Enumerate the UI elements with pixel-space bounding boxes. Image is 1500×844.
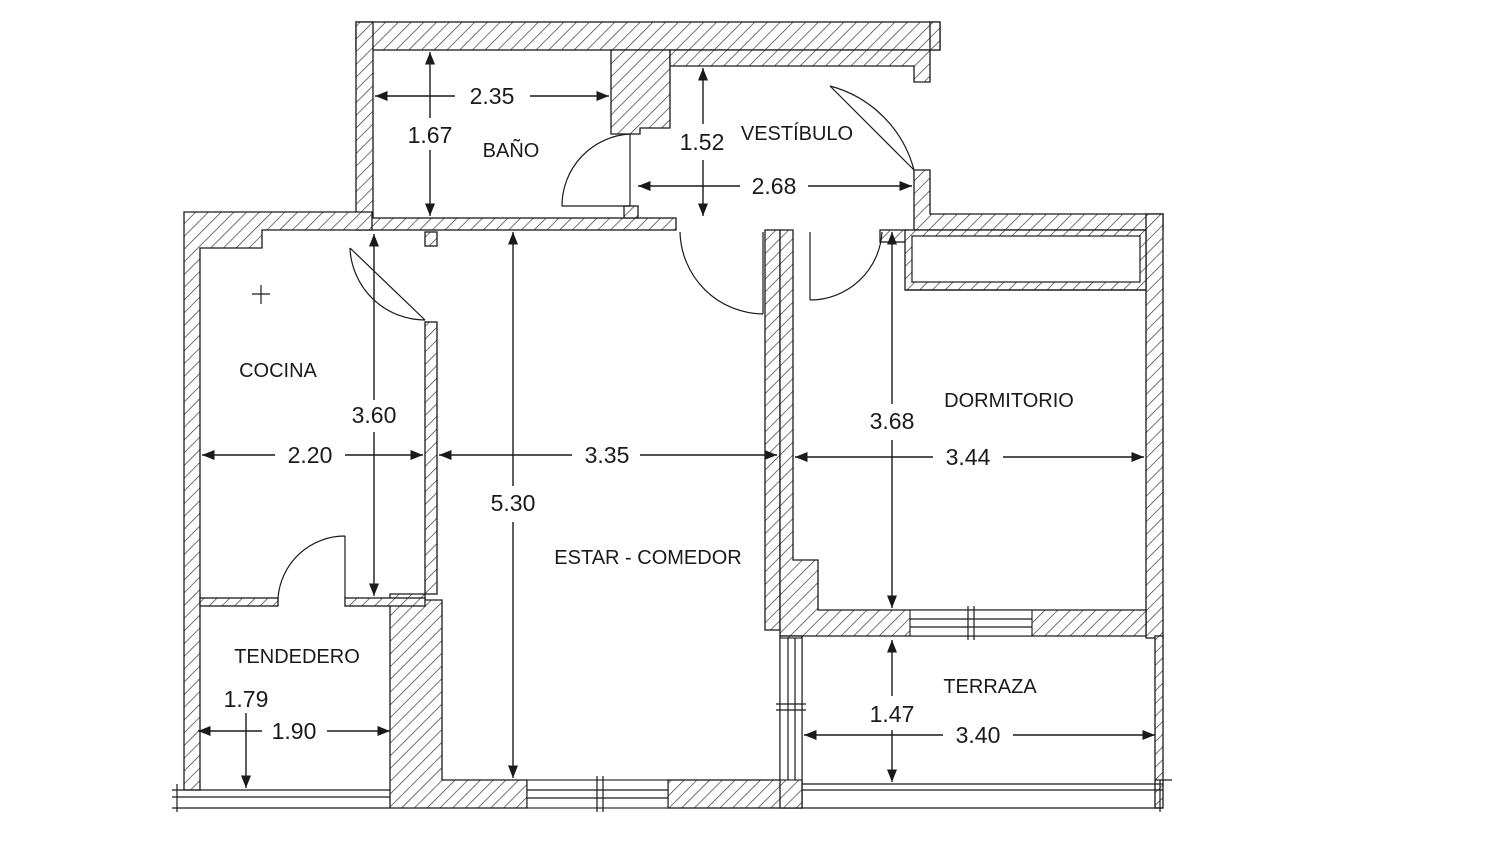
wall-vestibulo-top-right <box>669 21 941 83</box>
dimension-lines <box>198 51 1155 788</box>
room-label-dormitorio: DORMITORIO <box>944 390 1074 412</box>
room-label-vestibulo: VESTÍBULO <box>741 122 853 145</box>
room-label-tendedero: TENDEDERO <box>234 646 360 668</box>
wall-vestibulo-bottom-left <box>623 205 639 219</box>
door-cocina <box>349 247 426 321</box>
dim-vestibulo-width: 2.68 <box>752 173 797 199</box>
wall-tendedero-top <box>199 597 279 607</box>
dim-tendedero-width: 1.90 <box>272 718 317 744</box>
wall-bano-top <box>355 21 941 51</box>
door-tendedero <box>277 535 346 599</box>
door-estar <box>679 231 764 315</box>
window-terraza-side <box>779 637 803 781</box>
wall-right-exterior <box>1145 213 1164 639</box>
dim-terraza-height: 1.47 <box>870 701 915 727</box>
room-label-bano: BAÑO <box>483 138 540 162</box>
dim-terraza-width: 3.40 <box>956 722 1001 748</box>
wall-bano-left <box>355 21 374 223</box>
dim-cocina-height: 3.60 <box>352 402 397 428</box>
wall-bano-right <box>610 49 671 135</box>
room-labels: BAÑO VESTÍBULO COCINA DORMITORIO ESTAR -… <box>234 122 1074 698</box>
wall-cocina-estar <box>424 321 438 595</box>
dim-estar-height: 5.30 <box>491 490 536 516</box>
door-bano <box>561 133 631 207</box>
wall-dorm-door-stub <box>879 229 909 243</box>
doors <box>277 85 915 599</box>
wall-estar-dorm-a <box>764 229 781 631</box>
dimension-labels: 2.35 1.67 1.52 2.68 3.60 2.20 3.35 5.30 … <box>224 83 1001 748</box>
dim-dormitorio-height: 3.68 <box>870 408 915 434</box>
dim-bano-height: 1.67 <box>408 122 453 148</box>
door-entrance <box>829 85 915 171</box>
room-label-cocina: COCINA <box>239 360 317 382</box>
wall-terraza-right <box>1154 635 1164 809</box>
dim-tendedero-height: 1.79 <box>224 686 269 712</box>
dim-dormitorio-width: 3.44 <box>946 444 991 470</box>
wall-bano-bottom <box>355 217 677 231</box>
room-label-terraza: TERRAZA <box>943 676 1037 698</box>
wall-vestibulo-right <box>913 169 1164 231</box>
dim-estar-width: 3.35 <box>585 442 630 468</box>
wall-tendedero-top-right <box>344 597 426 607</box>
closet-interior <box>911 235 1141 283</box>
wall-left-exterior <box>183 211 373 791</box>
dim-cocina-width: 2.20 <box>288 442 333 468</box>
room-label-estar-comedor: ESTAR - COMEDOR <box>554 547 741 569</box>
door-dormitorio <box>809 231 883 301</box>
window-dormitorio <box>909 609 1033 637</box>
wall-dorm-left <box>779 229 1147 637</box>
cross-mark-icon <box>252 285 270 304</box>
dim-vestibulo-height: 1.52 <box>680 129 725 155</box>
windows <box>172 606 1172 812</box>
dim-bano-width: 2.35 <box>470 83 515 109</box>
wall-cocina-top-stub <box>424 231 438 247</box>
wall-estar-left-lower <box>389 593 528 809</box>
